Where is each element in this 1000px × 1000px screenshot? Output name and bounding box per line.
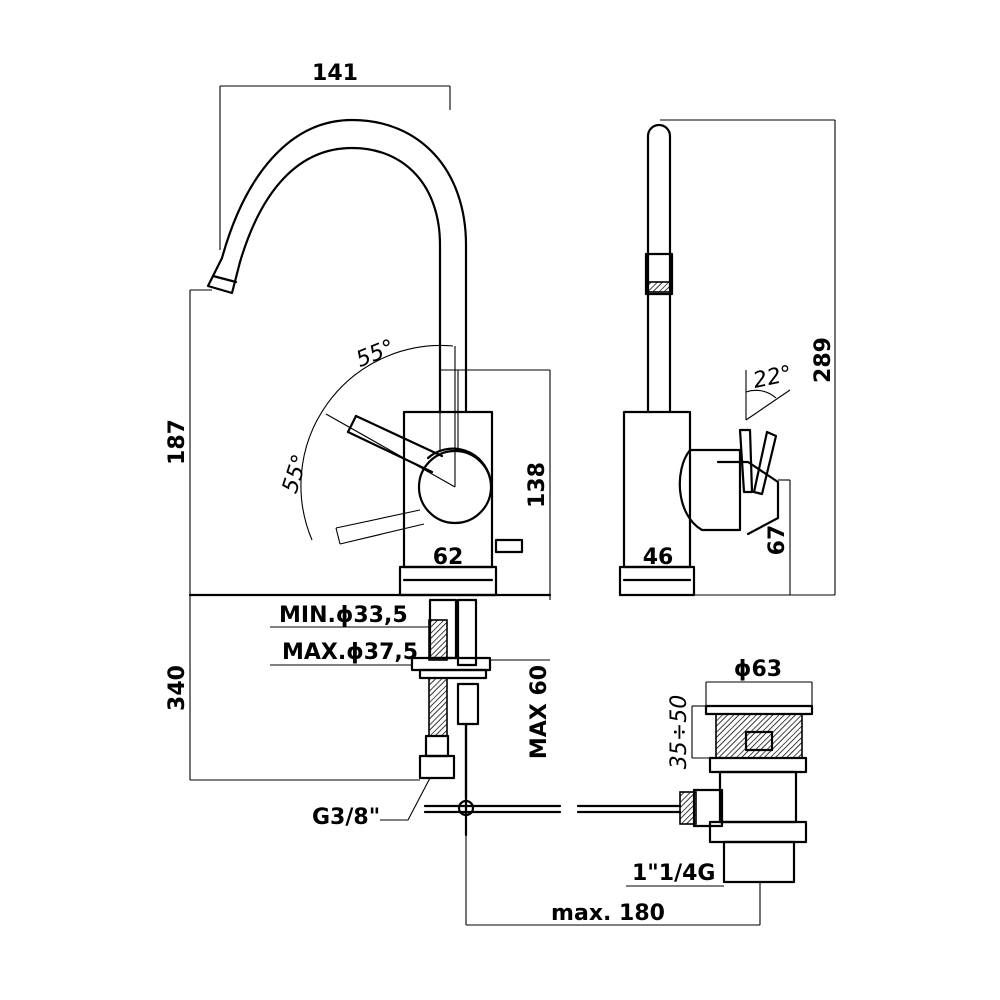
label-max-hole: MAX.ϕ37,5: [282, 640, 418, 665]
side-base: [618, 565, 696, 597]
aerator: [647, 281, 671, 293]
dimension-labels: 141 187 289 138 62 46 67 55° 55° 22° MIN…: [165, 61, 836, 926]
label-340: 340: [165, 665, 190, 711]
label-angle-55-top: 55°: [353, 335, 399, 373]
label-187: 187: [165, 419, 190, 465]
lever-angle-arc: [300, 344, 454, 541]
dimension-lines: [189, 85, 836, 926]
label-angle-22: 22°: [751, 361, 794, 394]
label-drain-range: 35÷50: [667, 695, 692, 769]
label-min-hole: MIN.ϕ33,5: [279, 603, 408, 628]
spout-outer: [220, 118, 468, 414]
flex-hose-left: [428, 677, 448, 737]
drain-flange: [704, 704, 814, 716]
label-67: 67: [765, 525, 790, 556]
fixing-nut: [410, 656, 492, 672]
label-angle-55-side: 55°: [278, 452, 314, 497]
label-141: 141: [312, 61, 358, 86]
label-46: 46: [643, 545, 674, 570]
side-pin: [494, 538, 524, 554]
label-drain-thread: 1"1/4G: [632, 861, 715, 886]
pop-up-drain: [679, 704, 814, 884]
label-drain-diameter: ϕ63: [734, 657, 782, 682]
side-lever-a: [738, 428, 754, 494]
label-289: 289: [811, 337, 836, 383]
spout-inner: [238, 146, 442, 414]
drain-tail: [722, 840, 796, 884]
side-view-faucet: [618, 123, 791, 597]
rod-joint: [457, 799, 475, 817]
g38-fitting: [418, 754, 456, 780]
label-max-60: MAX 60: [527, 665, 552, 759]
under-counter-fixing: [188, 593, 682, 837]
flex-hose-right-fitting: [456, 682, 480, 726]
label-62: 62: [433, 545, 464, 570]
side-cartridge: [678, 448, 742, 532]
side-spout: [646, 123, 672, 414]
drain-thread: [715, 713, 803, 759]
label-g38: G3/8": [312, 805, 380, 830]
flex-hose-top: [428, 619, 448, 661]
lever-lowered: [335, 509, 425, 545]
lever-raised: [346, 414, 444, 474]
side-lever-b: [752, 430, 778, 496]
label-138: 138: [525, 462, 550, 508]
front-view-faucet: [206, 118, 524, 597]
drain-link-nut: [679, 791, 697, 825]
mixer-body: [402, 410, 494, 569]
label-max-180: max. 180: [551, 901, 665, 926]
spout-tip: [206, 256, 242, 295]
